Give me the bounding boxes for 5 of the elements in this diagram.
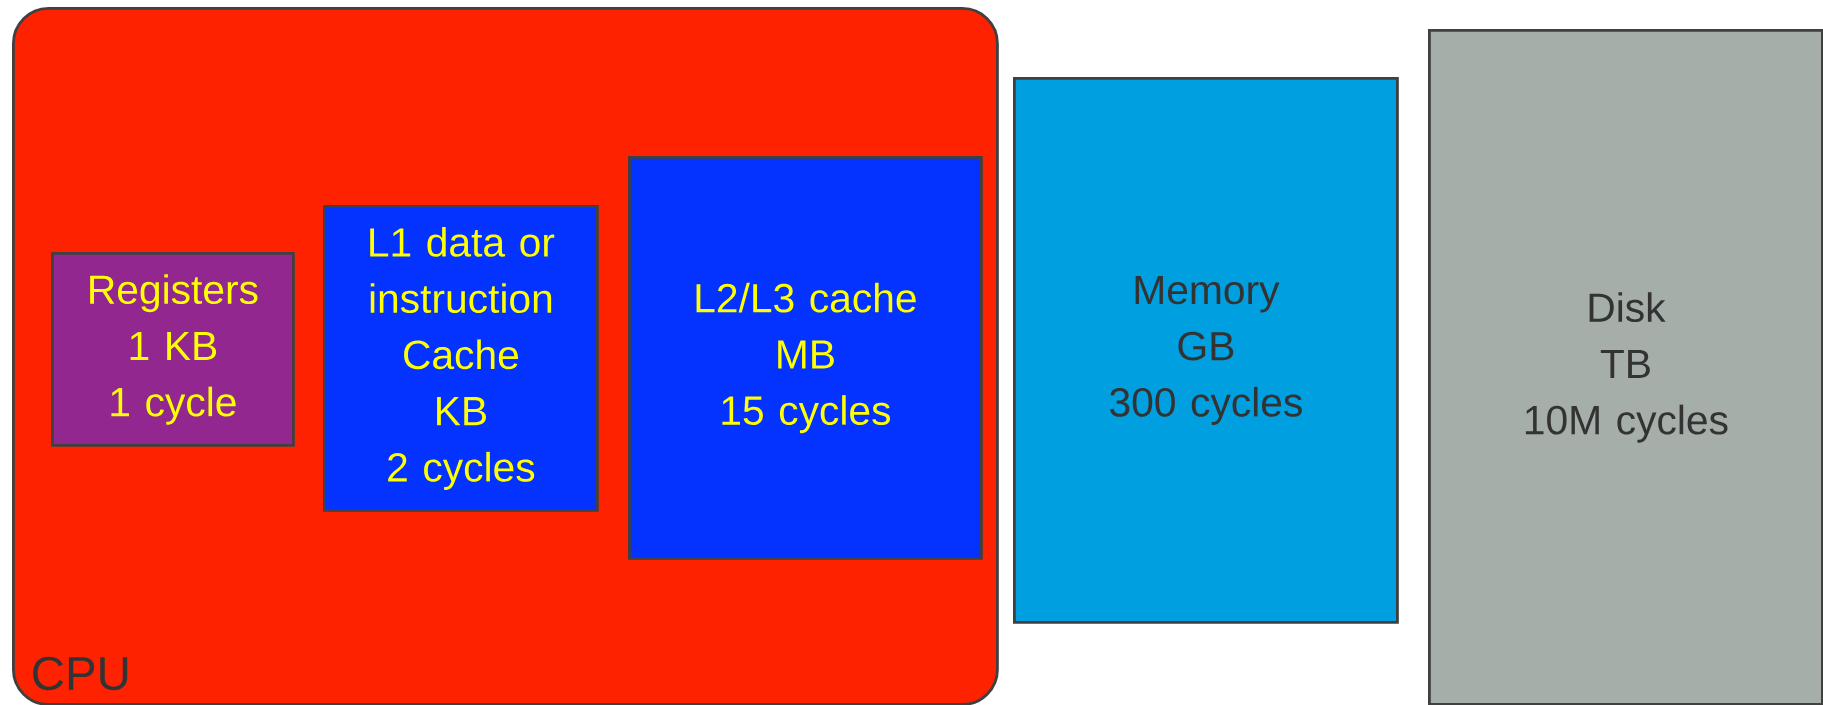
memory-box: Memory GB 300 cycles [1013,77,1399,624]
register-box: Registers 1 KB 1 cycle [51,252,295,447]
cache-box: L2/L3 cache MB 15 cycles [628,156,983,560]
disk-box: Disk TB 10M cycles [1428,29,1823,705]
cache-box: L1 data or instruction Cache KB 2 cycles [323,205,599,512]
